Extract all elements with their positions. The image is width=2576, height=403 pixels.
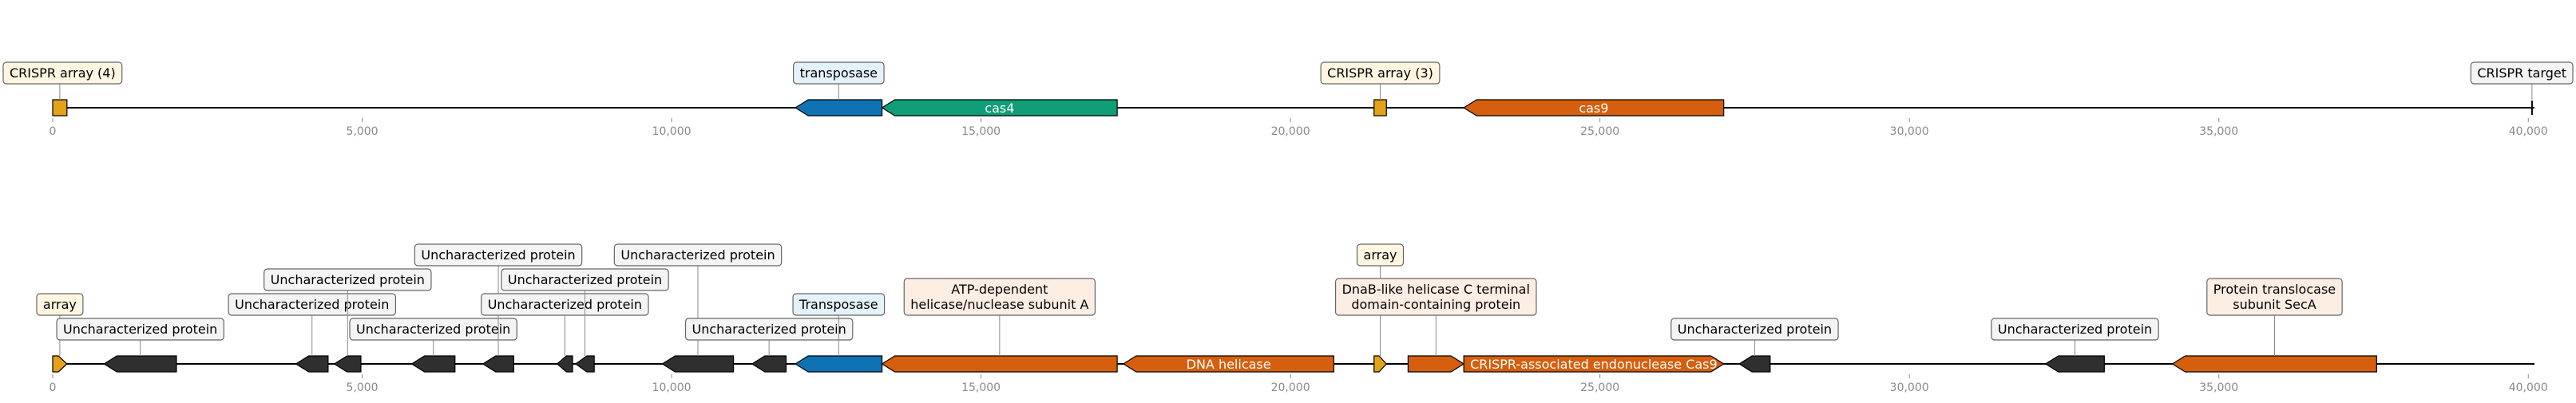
gene-feature-dna-helicase xyxy=(1122,355,1334,373)
callout-label-box xyxy=(264,268,432,291)
gene-inline-label: DNA helicase xyxy=(1187,357,1271,372)
callout-label-text: Uncharacterized protein xyxy=(63,322,217,337)
callout-label-box xyxy=(793,61,885,85)
gene-inline-label: cas4 xyxy=(985,101,1014,116)
callout-label-text: Uncharacterized protein xyxy=(356,322,510,337)
axis-tick-label: 40,000 xyxy=(2509,381,2548,394)
callout-label-box xyxy=(1991,318,2159,341)
callout-label-text: array xyxy=(43,297,77,312)
callout-label-box xyxy=(349,318,517,341)
gene-feature-uncharacterized-protein xyxy=(751,355,787,373)
callout-label-box xyxy=(2206,278,2343,316)
callout-label-box xyxy=(36,293,84,316)
gene-feature-uncharacterized-protein xyxy=(295,355,329,373)
axis-tick-label: 35,000 xyxy=(2199,125,2238,138)
gene-feature-uncharacterized-protein xyxy=(333,355,362,373)
callout-label-text: Uncharacterized protein xyxy=(421,247,575,263)
callout-label-text: Uncharacterized protein xyxy=(1678,322,1832,337)
callout-label-box xyxy=(1670,318,1839,341)
axis-tick-label: 35,000 xyxy=(2199,381,2238,394)
callout-label-box xyxy=(1356,243,1405,267)
gene-feature-uncharacterized-protein xyxy=(482,355,515,373)
callout-label-text: Uncharacterized protein xyxy=(488,297,642,312)
axis-tick-label: 5,000 xyxy=(346,125,378,138)
callout-label-box xyxy=(2,61,123,85)
gene-feature-cas4 xyxy=(881,99,1118,117)
callout-label-box xyxy=(501,268,669,291)
callout-label-box xyxy=(1334,278,1537,316)
gene-feature-uncharacterized-protein xyxy=(410,355,456,373)
callout-label-box xyxy=(56,318,224,341)
gene-feature-uncharacterized-protein xyxy=(1738,355,1771,373)
callout-label-box xyxy=(903,278,1096,316)
gene-feature-cas9 xyxy=(1463,99,1725,117)
axis-tick-label: 20,000 xyxy=(1271,125,1310,138)
axis-tick-label: 0 xyxy=(50,381,57,394)
callout-label-box xyxy=(684,318,854,341)
callout-label-box xyxy=(1320,61,1441,85)
gene-feature-crispr-array-3 xyxy=(1373,99,1387,117)
gene-feature-uncharacterized-protein xyxy=(661,355,735,373)
axis-tick-label: 30,000 xyxy=(1890,125,1929,138)
callout-label-text: array xyxy=(1364,247,1397,263)
gene-feature-dnab-like-helicase-c-terminal-domain-containing-protein xyxy=(1407,355,1465,373)
gene-inline-label: cas9 xyxy=(1579,101,1608,116)
axis-tick-label: 0 xyxy=(50,125,57,138)
callout-label-box xyxy=(2470,61,2574,85)
gene-feature-uncharacterized-protein xyxy=(2044,355,2105,373)
callout-label-box xyxy=(613,243,783,267)
axis-tick-label: 25,000 xyxy=(1580,125,1619,138)
callout-label-text: CRISPR target xyxy=(2477,65,2566,81)
callout-label-text: Uncharacterized protein xyxy=(1998,322,2152,337)
callout-label-box xyxy=(228,293,396,316)
callout-label-text: Uncharacterized protein xyxy=(508,272,662,287)
gene-inline-label: CRISPR-associated endonuclease Cas9 xyxy=(1470,357,1718,372)
callout-label-text: CRISPR array (4) xyxy=(10,65,116,81)
axis-tick-label: 40,000 xyxy=(2509,125,2548,138)
callout-label-text: Uncharacterized protein xyxy=(271,272,425,287)
callout-label-text: Uncharacterized protein xyxy=(620,247,775,263)
axis-tick-label: 10,000 xyxy=(652,125,692,138)
axis-tick-label: 15,000 xyxy=(961,381,1001,394)
gene-feature-uncharacterized-protein xyxy=(103,355,177,373)
genome-track-bottom: 0 5,000 10,000 15,000 20,000 25,000 30,000 35,0… xyxy=(36,243,2548,394)
genome-track-top: 0 5,000 10,000 15,000 20,000 25,000 30,000 35,0… xyxy=(2,61,2574,138)
callout-label-text: transposase xyxy=(800,65,878,81)
axis-tick-label: 15,000 xyxy=(961,125,1001,138)
axis-tick-label: 20,000 xyxy=(1271,381,1310,394)
callout-label-text: Transposase xyxy=(799,297,878,312)
gene-feature-array xyxy=(52,355,68,373)
axis-tick-label: 5,000 xyxy=(346,381,378,394)
callout-label-text: Uncharacterized protein xyxy=(692,322,846,337)
gene-feature-atp-dependent-helicase-nuclease-subunit-a xyxy=(881,355,1118,373)
gene-feature-uncharacterized-protein xyxy=(556,355,573,373)
gene-feature-transposase xyxy=(794,99,883,117)
callout-label-text: Uncharacterized protein xyxy=(235,297,389,312)
axis-tick-label: 25,000 xyxy=(1580,381,1619,394)
callout-label-box xyxy=(414,243,583,267)
gene-feature-crispr-associated-endonuclease-cas9 xyxy=(1463,355,1725,373)
axis-tick-label: 30,000 xyxy=(1890,381,1929,394)
callout-label-text: CRISPR array (3) xyxy=(1327,65,1433,81)
gene-feature-crispr-array-4 xyxy=(52,99,68,117)
callout-label-box xyxy=(481,293,649,316)
gene-feature-protein-translocase-subunit-seca xyxy=(2171,355,2377,373)
gene-feature-transposase xyxy=(794,355,883,373)
axis-tick-label: 10,000 xyxy=(652,381,692,394)
callout-label-box xyxy=(792,293,886,316)
gene-feature-uncharacterized-protein xyxy=(574,355,595,373)
gene-feature-array xyxy=(1373,355,1388,373)
